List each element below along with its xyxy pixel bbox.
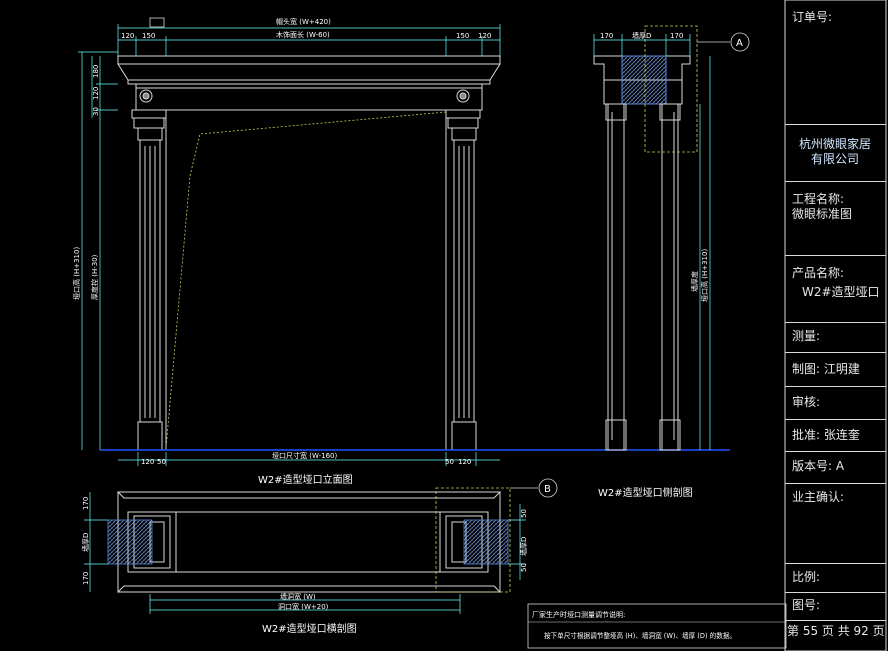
title-block-divider [785,181,886,182]
dim-left-tall2: 厚度控 (H-30) [90,254,99,300]
dim-plan-left-1: 170 [82,497,90,510]
title-block-divider [785,255,886,256]
dim-plan-right-1: 50 [520,509,528,518]
title-block: 订单号: 杭州微眼家居 有限公司 工程名称: 微眼标准图 产品名称: W2#造型… [785,0,888,651]
title-block-divider [785,386,886,387]
order-no-label: 订单号: [792,10,833,24]
review-label: 审核: [792,395,821,409]
dim-bottom-right-1: 50 [445,458,454,466]
drawn-by: 制图: 江明建 [792,362,860,376]
title-block-divider [785,451,886,452]
title-block-divider [785,419,886,420]
detail-b-frame [435,487,511,593]
dim-top-right-1: 150 [456,32,469,40]
dim-bottom-right-2: 120 [458,458,471,466]
title-block-divider [785,563,886,564]
drawing-no-label: 图号: [792,598,821,612]
side-view-title: W2#造型垭口侧剖图 [598,486,693,499]
dim-side-3: 170 [670,32,683,40]
title-block-divider [785,322,886,323]
company-name-line1: 杭州微眼家居 [798,137,871,151]
dim-bottom-left-2: 50 [157,458,166,466]
note-body: 按下单尺寸根据调节整垭高 (H)、墙洞宽 (W)、墙厚 (D) 的数据。 [544,631,736,640]
door-swing-line [165,111,447,449]
dim-left-tall: 垭口高 (H+310) [72,247,81,300]
dim-bottom-left-1: 120 [141,458,154,466]
callout-b-label: B [544,484,551,495]
dim-plan-bottom-1: 墙洞宽 (W) [280,592,316,601]
dim-plan-bottom-2: 洞口宽 (W+20) [278,602,329,611]
product-label: 产品名称: [792,266,845,280]
rosette-right [456,89,470,103]
detail-a-frame [644,25,698,153]
front-dimensions [78,24,501,466]
measure-label: 测量: [792,329,821,343]
owner-confirm-label: 业主确认: [792,490,845,504]
project-label: 工程名称: [792,192,845,206]
dim-top-inner: 木饰面长 (W-60) [276,30,330,39]
plan-wall-left [107,519,153,565]
front-view-title: W2#造型垭口立面图 [258,473,353,486]
project-value: 微眼标准图 [792,207,853,221]
title-block-divider [785,620,886,621]
dim-plan-left-3: 170 [82,572,90,585]
title-block-frame [784,0,887,651]
title-block-divider [785,483,886,484]
dim-left-small-1: 180 [92,65,100,78]
side-section [593,55,691,451]
view-titles: W2#造型垭口立面图 W2#造型垭口侧剖图 W2#造型垭口横剖图 [258,473,693,635]
callout-b-circle [538,478,558,498]
dim-bottom-mid: 垭口尺寸宽 (W-160) [272,451,337,460]
title-block-divider [785,592,886,593]
product-value: W2#造型垭口 [802,285,880,299]
dim-side-1: 170 [600,32,613,40]
callout-a-circle [730,32,750,52]
dimension-labels: 帽头宽 (W+420) 木饰面长 (W-60) 120 150 150 120 … [72,17,709,611]
dim-plan-right-3: 50 [520,563,528,572]
dim-plan-left-2: 墙厚D [81,533,90,552]
dim-side-2: 墙厚D [632,31,651,40]
page-number: 第 55 页 共 92 页 [787,624,885,638]
dim-side-right-1: 垭口高 (H+310) [700,249,709,302]
plan-view-title: W2#造型垭口横剖图 [262,622,357,635]
dim-top-left-2: 150 [142,32,155,40]
notes-frame [527,603,787,649]
dim-left-small-3: 30 [92,107,100,116]
dim-top-left-1: 120 [121,32,134,40]
dim-top-overall: 帽头宽 (W+420) [276,17,331,26]
side-dimensions [593,34,711,450]
dim-top-right-2: 120 [478,32,491,40]
title-block-divider [785,352,886,353]
plan-wall-right [463,519,509,565]
plan-dimensions [84,492,526,614]
dim-left-small-2: 120 [92,87,100,100]
callout-a-label: A [736,38,743,49]
plan-section [116,491,502,593]
title-block-divider [785,124,886,125]
dim-side-right-2: 墙厚度 [690,271,699,292]
scale-label: 比例: [792,570,821,584]
front-elevation [117,55,501,451]
note-title: 厂家生产时垭口测量调节说明: [532,610,625,619]
version: 版本号: A [792,459,845,473]
dim-plan-right-2: 墙厚D [519,537,528,556]
approved-by: 批准: 张连奎 [792,428,860,442]
company-name-line2: 有限公司 [810,152,859,166]
rosette-left [139,89,153,103]
